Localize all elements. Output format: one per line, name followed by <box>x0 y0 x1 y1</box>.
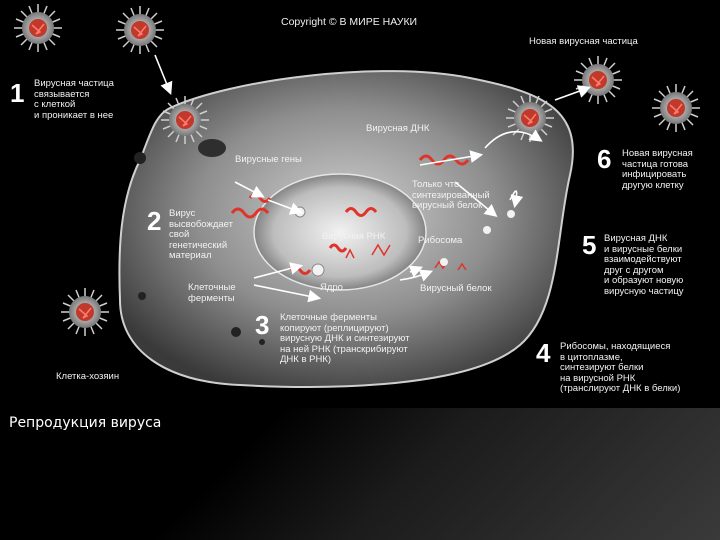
step-text-2: Вирус высвобождает свой генетический мат… <box>169 208 233 261</box>
label-host-cell: Клетка-хозяин <box>56 371 120 382</box>
label-new-particle: Новая вирусная частица <box>529 36 638 47</box>
label-viral-protein: Вирусный белок <box>420 283 492 294</box>
label-ribosome: Рибосома <box>418 235 463 246</box>
step-number-2: 2 <box>147 206 162 236</box>
step-number-5: 5 <box>582 230 597 260</box>
step-text-3: Клеточные ферменты копируют (реплицируют… <box>280 312 410 365</box>
step-number-6: 6 <box>597 144 612 174</box>
label-enzymes: Клеточные ферменты <box>188 282 236 304</box>
step-text-1: Вирусная частица связывается с клеткой и… <box>34 78 114 121</box>
label-new-protein: Только что синтезированный вирусный бело… <box>412 179 490 211</box>
step-number-3: 3 <box>255 310 270 340</box>
step-number-1: 1 <box>10 78 25 108</box>
step-number-4: 4 <box>536 338 551 368</box>
copyright-text: Copyright © В МИРЕ НАУКИ <box>281 16 418 28</box>
label-viral-dna: Вирусная ДНК <box>366 123 430 134</box>
label-nucleus: Ядро <box>320 282 343 293</box>
step-text-5: Вирусная ДНК и вирусные белки взаимодейс… <box>604 233 684 297</box>
slide-caption: Репродукция вируса <box>9 415 162 431</box>
virus-reproduction-diagram: Copyright © В МИРЕ НАУКИ 1 2 3 4 5 6 Вир… <box>10 3 701 394</box>
label-viral-genes: Вирусные гены <box>235 154 302 165</box>
diagram-graphics <box>13 3 701 388</box>
step-text-4: Рибосомы, находящиеся в цитоплазме, синт… <box>560 341 681 394</box>
label-viral-rna: Вирусная РНК <box>322 231 386 242</box>
step-text-6: Новая вирусная частица готова инфицирова… <box>622 148 693 191</box>
